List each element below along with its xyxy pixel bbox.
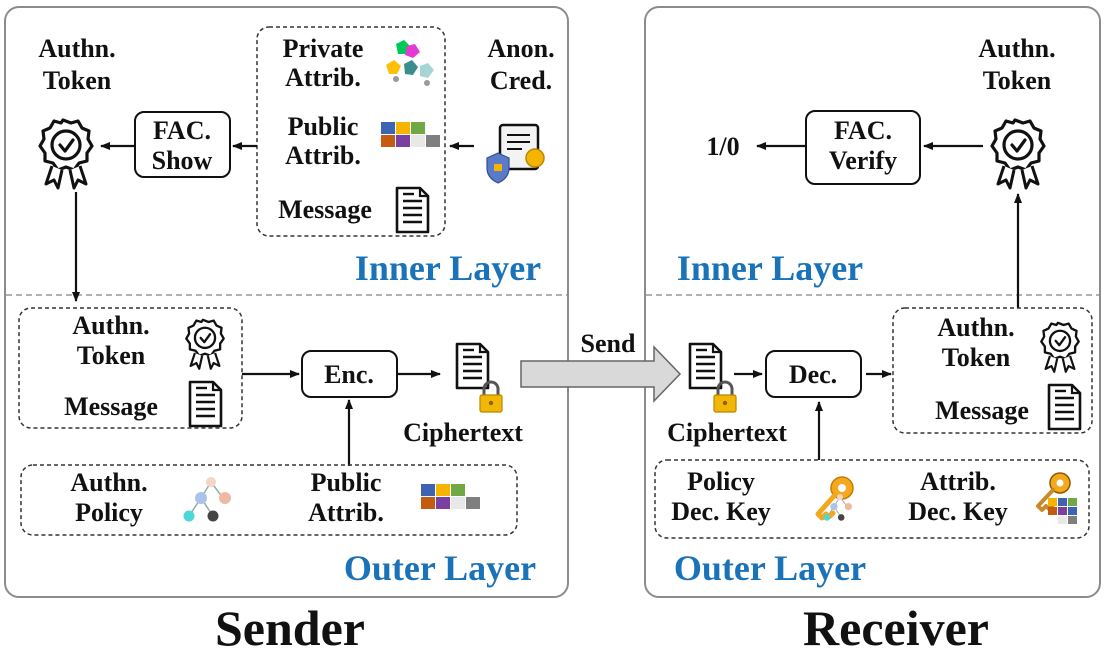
svg-text:Authn.: Authn. (978, 34, 1055, 63)
receiver-authn-token-label: Authn. Token (978, 34, 1055, 95)
policy-key-icon (815, 476, 854, 522)
svg-text:Message: Message (935, 396, 1029, 425)
sender-message-document-icon (395, 186, 430, 234)
svg-text:Authn.: Authn. (70, 468, 147, 497)
attributes-message-box: Private Attrib. Public Attrib. Message (256, 26, 446, 237)
svg-text:Show: Show (152, 146, 213, 175)
sender-outer-attrib-grid-icon (421, 484, 480, 509)
anon-cred-label: Anon. Cred. (487, 34, 554, 95)
svg-text:Message: Message (64, 392, 158, 421)
svg-text:Token: Token (942, 343, 1011, 372)
receiver-title: Receiver (803, 600, 989, 651)
svg-text:Cred.: Cred. (490, 66, 552, 95)
svg-text:Dec. Key: Dec. Key (908, 497, 1008, 526)
svg-text:Authn.: Authn. (38, 34, 115, 63)
dec-box: Dec. (765, 350, 862, 398)
sender-panel (4, 6, 569, 598)
svg-text:Attrib.: Attrib. (920, 467, 996, 496)
sender-lock-icon (478, 380, 504, 414)
svg-text:Dec. Key: Dec. Key (671, 497, 771, 526)
receiver-ciphertext-label: Ciphertext (667, 418, 787, 447)
svg-text:Authn.: Authn. (937, 313, 1014, 342)
sender-inner-authn-token-label: Authn. Token (38, 34, 115, 95)
sender-policy-tree-icon (182, 476, 232, 523)
svg-text:Anon.: Anon. (487, 34, 554, 63)
svg-text:FAC.: FAC. (153, 116, 211, 145)
svg-text:Policy: Policy (75, 498, 143, 527)
svg-text:Attrib.: Attrib. (285, 141, 361, 170)
send-arrow: Send (520, 329, 682, 403)
receiver-box-badge-icon (1040, 321, 1080, 373)
svg-text:Message: Message (278, 195, 372, 224)
attrib-key-icon (1036, 472, 1077, 524)
sender-box-badge-icon (185, 318, 225, 370)
svg-text:Enc.: Enc. (324, 360, 374, 389)
receiver-ciphertext-document-icon (688, 342, 723, 390)
svg-text:Attrib.: Attrib. (285, 63, 361, 92)
svg-text:Private: Private (283, 34, 364, 63)
gem-cluster-icon (386, 40, 434, 86)
sender-public-attrib-grid-icon (381, 122, 440, 147)
receiver-outer-layer-label: Outer Layer (674, 548, 866, 588)
sender-authn-token-badge-icon (38, 118, 94, 190)
svg-text:Policy: Policy (687, 467, 755, 496)
svg-text:Send: Send (581, 329, 636, 358)
svg-text:Token: Token (983, 66, 1052, 95)
sender-inner-layer-label: Inner Layer (355, 248, 541, 288)
sender-title: Sender (215, 600, 365, 651)
svg-text:Public: Public (288, 112, 359, 141)
svg-text:Token: Token (43, 66, 112, 95)
svg-text:Attrib.: Attrib. (308, 498, 384, 527)
receiver-keys-box: Policy Dec. Key Attrib. Dec. Key (654, 459, 1090, 539)
sender-ciphertext-label: Ciphertext (403, 418, 523, 447)
receiver-lock-icon (712, 380, 738, 414)
svg-text:Dec.: Dec. (789, 360, 837, 389)
verify-result-label: 1/0 (706, 132, 739, 161)
fac-verify-box: FAC. Verify (805, 110, 921, 185)
receiver-box-document-icon (1047, 383, 1082, 431)
sender-ciphertext-document-icon (455, 342, 490, 390)
sender-box-document-icon (188, 380, 223, 428)
sender-policy-attrib-box: Authn. Policy Public Attrib. (20, 464, 518, 536)
fac-show-box: FAC. Show (134, 111, 231, 178)
receiver-panel (644, 6, 1101, 598)
svg-text:FAC.: FAC. (834, 116, 892, 145)
enc-box: Enc. (301, 350, 398, 398)
svg-text:Token: Token (77, 341, 146, 370)
receiver-inner-layer-label: Inner Layer (677, 248, 863, 288)
sender-outer-layer-label: Outer Layer (344, 548, 536, 588)
sender-token-message-box: Authn. Token Message (18, 307, 243, 429)
svg-text:Public: Public (311, 468, 382, 497)
certificate-icon (486, 123, 545, 184)
receiver-token-message-box: Authn. Token Message (892, 307, 1093, 434)
svg-text:Verify: Verify (829, 146, 897, 175)
svg-text:Authn.: Authn. (72, 311, 149, 340)
receiver-authn-token-badge-icon (990, 118, 1046, 190)
